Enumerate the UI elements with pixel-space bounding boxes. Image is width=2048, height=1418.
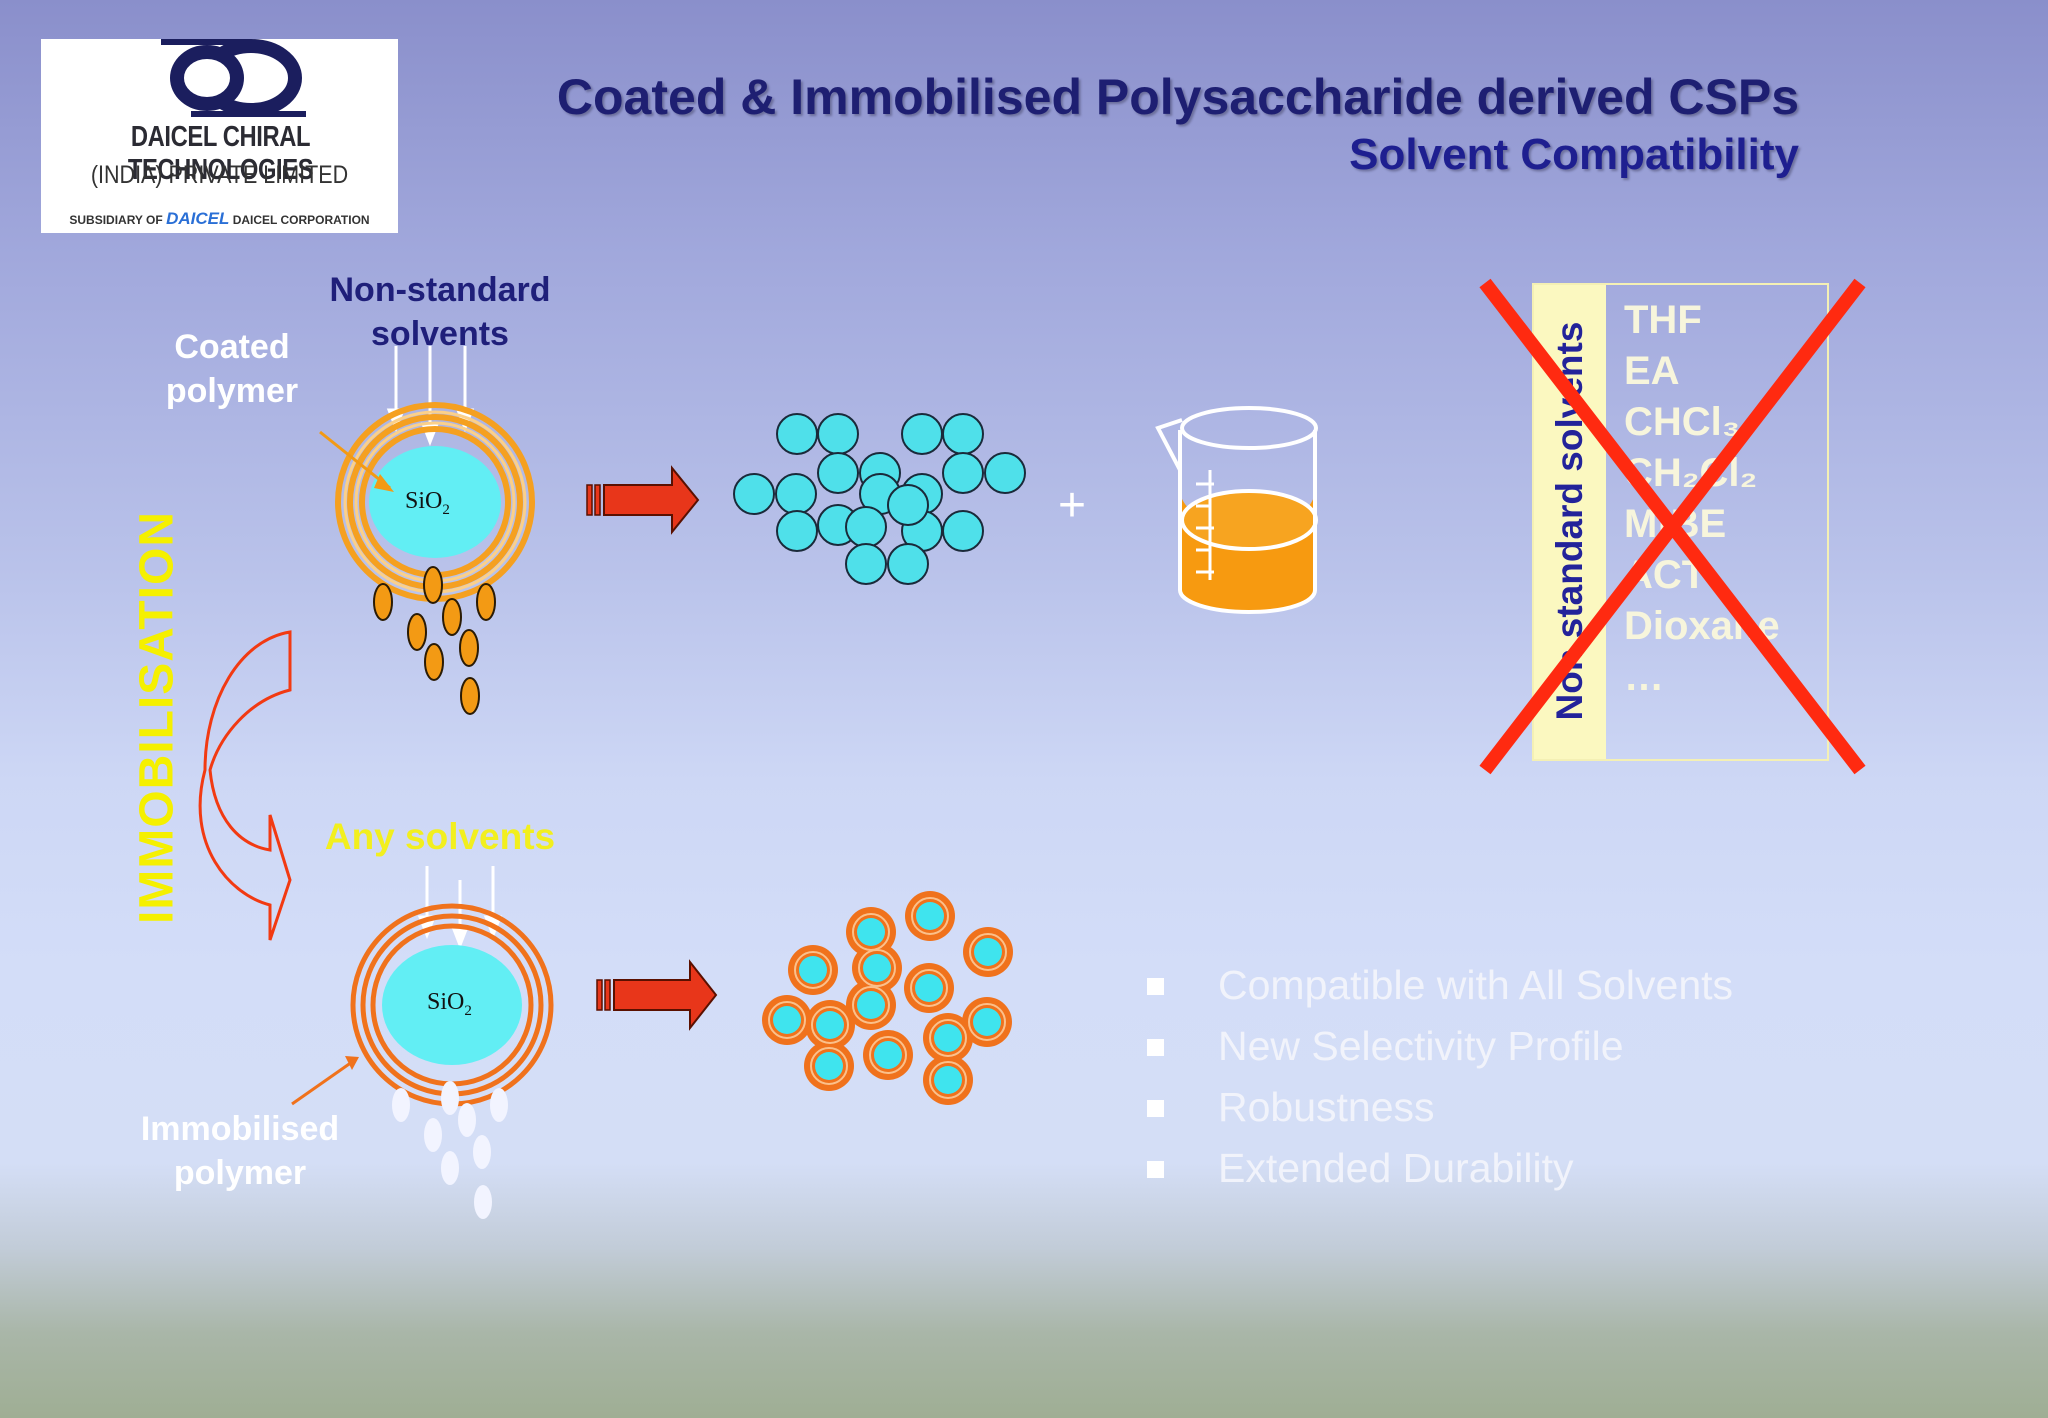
immobilised-polymer-label: Immobilised polymer (140, 1110, 340, 1192)
bare-silica-cluster (733, 413, 1026, 585)
any-solvents-label: Any solvents (324, 816, 556, 857)
solvents-box-header: Non standard solvents (1534, 285, 1606, 759)
benefits-list: Compatible with All Solvents New Selecti… (1145, 955, 1733, 1199)
process-arrow-top (586, 465, 700, 535)
white-drops (392, 1081, 508, 1219)
logo-company-name: DAICEL CHIRAL TECHNOLOGIES (127, 121, 314, 186)
benefit-item: Robustness (1145, 1077, 1733, 1138)
sio2-label-bottom: SiO2 (427, 989, 472, 1019)
slide-title: Coated & Immobilised Polysaccharide deri… (556, 69, 1799, 125)
coated-polymer-label: Coated polymer (165, 328, 299, 410)
solvent-item: CH₂Cl₂ (1624, 451, 1758, 495)
solvents-list: THF EA CHCl₃ CH₂Cl₂ MtBE ACT Dioxane … (1624, 295, 1780, 703)
solvent-item: … (1624, 655, 1664, 699)
non-standard-solvents-label: Non-standard solvents (329, 271, 551, 353)
bullet-square-icon (1147, 1161, 1164, 1178)
solvent-item: ACT (1624, 553, 1707, 597)
bullet-square-icon (1147, 1100, 1164, 1117)
benefit-item: Compatible with All Solvents (1145, 955, 1733, 1016)
slide-subtitle: Solvent Compatibility (1349, 130, 1799, 179)
solvent-item: Dioxane (1624, 604, 1780, 648)
non-standard-solvents-box: Non standard solvents THF EA CHCl₃ CH₂Cl… (1532, 283, 1829, 761)
solvent-item: THF (1624, 298, 1702, 342)
solvent-item: MtBE (1624, 502, 1727, 546)
dropping-polymer (373, 566, 496, 715)
coated-silica-cluster (762, 891, 1013, 1105)
plus-sign: + (1058, 479, 1087, 532)
immobilisation-arrow (198, 630, 292, 941)
immobilised-pointer (291, 1060, 353, 1106)
logo-emblem (161, 39, 306, 117)
sio2-label-top: SiO2 (405, 488, 450, 518)
bullet-square-icon (1147, 978, 1164, 995)
process-arrow-bottom (596, 959, 718, 1031)
solvent-item: CHCl₃ (1624, 400, 1741, 444)
bullet-square-icon (1147, 1039, 1164, 1056)
benefit-item: Extended Durability (1145, 1138, 1733, 1199)
benefit-item: New Selectivity Profile (1145, 1016, 1733, 1077)
solvent-item: EA (1624, 349, 1680, 393)
company-logo: DAICEL CHIRAL TECHNOLOGIES (INDIA) PRIVA… (41, 39, 398, 233)
logo-subsidiary: SUBSIDIARY OF DAICEL DAICEL CORPORATION (69, 209, 370, 228)
beaker-icon (1155, 406, 1318, 615)
logo-company-subname: (INDIA) PRIVATE LIMITED (90, 161, 349, 189)
